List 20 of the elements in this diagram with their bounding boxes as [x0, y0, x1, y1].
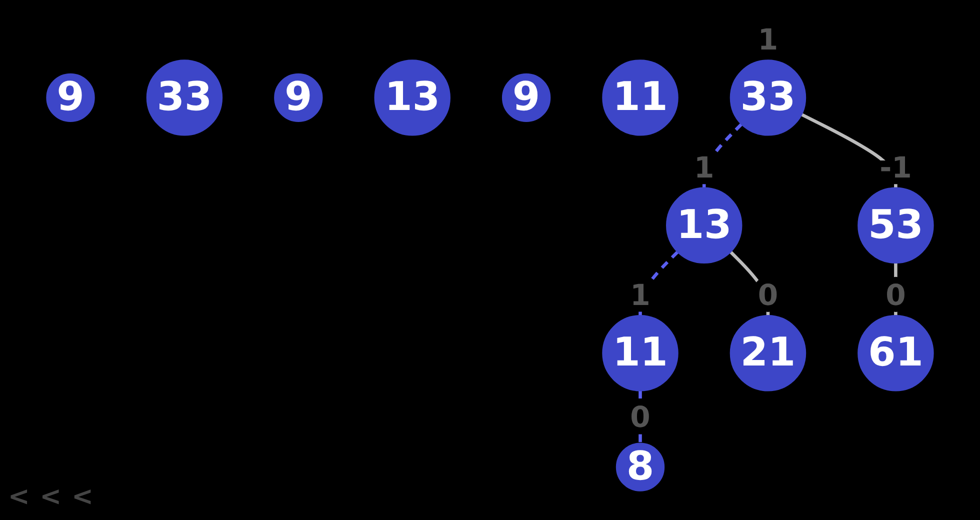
less-than-sign: < [8, 482, 30, 512]
balance-factor: 1 [694, 150, 714, 184]
less-than-sign: < [72, 482, 94, 512]
number-circle: 9 [274, 73, 323, 122]
number-circle: 33 [730, 60, 806, 136]
number-circle: 33 [146, 60, 223, 136]
number-circle: 21 [730, 315, 806, 392]
number-circle: 61 [858, 315, 934, 392]
less-than-sign: < [40, 482, 62, 512]
number-circle: 11 [602, 60, 678, 136]
number-circle: 53 [858, 187, 934, 264]
number-circle: 9 [502, 73, 551, 122]
balance-factor: 1 [630, 278, 650, 312]
number-circle: 13 [374, 60, 450, 136]
number-circle: 11 [602, 315, 678, 392]
balance-factor: 1 [758, 22, 778, 57]
number-circle: 13 [666, 187, 742, 264]
balance-factor: 0 [630, 400, 650, 434]
number-circle: 9 [46, 73, 95, 122]
number-circle: 8 [616, 442, 665, 492]
